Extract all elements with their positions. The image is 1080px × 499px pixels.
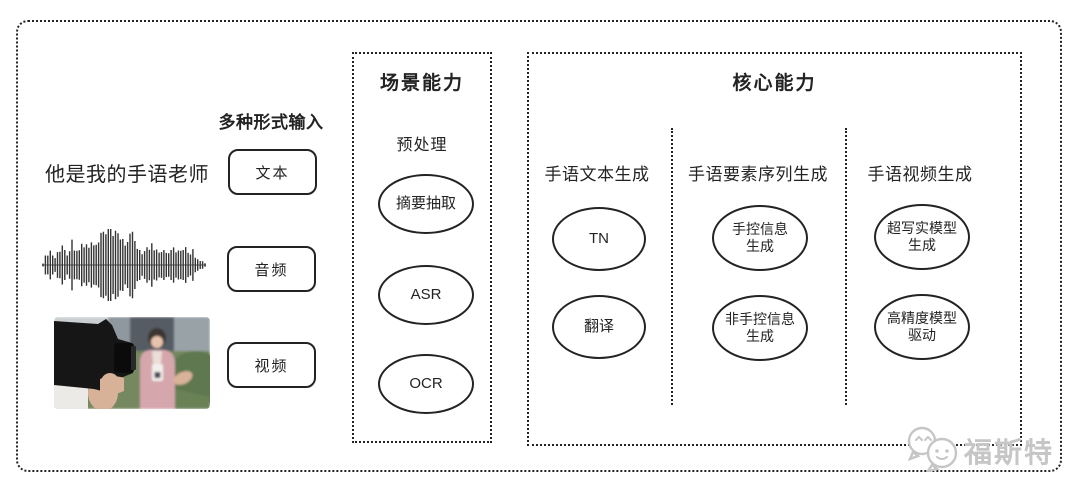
column-divider-1 [671,128,673,405]
node-hyperrealistic-model-generation: 超写实模型 生成 [874,204,970,270]
node-label: 高精度模型 驱动 [887,309,957,344]
node-label: 翻译 [583,317,614,335]
video-thumbnail [54,317,210,409]
node-label: 非手控信息 生成 [725,310,795,345]
column-divider-2 [845,128,847,405]
scene-panel-title: 场景能力 [379,73,464,94]
node-label: 超写实模型 生成 [887,219,957,254]
node-label: 摘要抽取 [395,194,456,212]
outer-dotted-border [16,20,1062,472]
input-box-audio: 音频 [227,246,316,292]
input-box-audio-label: 音频 [254,261,289,279]
node-tn: TN [552,207,646,271]
node-label: ASR [410,285,442,303]
column-header-sign-element-sequence-generation: 手语要素序列生成 [688,165,828,184]
column-header-sign-text-generation: 手语文本生成 [544,165,650,184]
node-label: OCR [409,374,443,392]
node-summary-extraction: 摘要抽取 [378,174,474,234]
sample-sentence-text: 他是我的手语老师 [45,164,209,186]
input-box-text: 文本 [228,149,317,195]
video-still-image [54,317,210,409]
column-header-sign-video-generation: 手语视频生成 [867,165,973,184]
watermark-text: 福斯特 [964,437,1055,468]
node-translation: 翻译 [552,295,646,359]
input-box-video: 视频 [227,342,316,388]
node-label: TN [589,229,609,247]
watermark-mascot-icon [907,426,958,472]
node-manual-info-generation: 手控信息 生成 [712,205,808,271]
node-label: 手控信息 生成 [732,220,788,255]
input-box-text-label: 文本 [255,164,290,182]
preprocess-label: 预处理 [396,137,448,154]
core-capability-panel: 核心能力 手语文本生成 手语要素序列生成 手语视频生成 TN 翻译 手控信息 生… [527,52,1022,446]
core-panel-title: 核心能力 [732,73,817,94]
input-box-video-label: 视频 [254,357,289,375]
input-section-label: 多种形式输入 [218,113,324,132]
node-high-precision-model-driving: 高精度模型 驱动 [874,294,970,360]
audio-waveform-icon [42,229,206,301]
node-ocr: OCR [378,354,474,414]
node-non-manual-info-generation: 非手控信息 生成 [712,295,808,361]
scene-capability-panel: 场景能力 预处理 摘要抽取 ASR OCR [352,52,492,443]
node-asr: ASR [378,265,474,325]
